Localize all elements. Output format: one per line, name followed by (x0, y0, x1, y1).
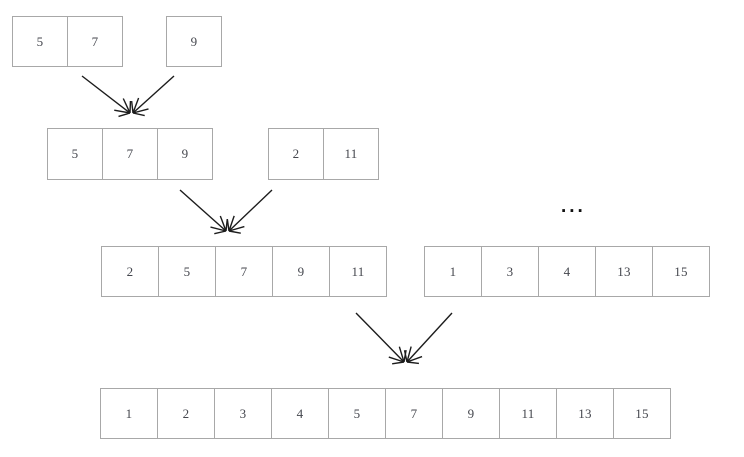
array-cell: 1 (100, 388, 158, 439)
array-cell: 7 (102, 128, 158, 180)
array-cell: 3 (214, 388, 272, 439)
array-cell: 2 (157, 388, 215, 439)
arrow-from-9 (130, 75, 175, 117)
array-cell: 5 (158, 246, 216, 297)
array-cell: 13 (595, 246, 653, 297)
array-cell: 9 (166, 16, 222, 67)
array-cell: 3 (481, 246, 539, 297)
arrow-from-2-11 (226, 189, 273, 234)
arrow-from-5-7 (81, 75, 132, 118)
array-cell: 5 (12, 16, 68, 67)
array-cell: 7 (67, 16, 123, 67)
group-9: 9 (166, 16, 222, 67)
array-cell: 5 (328, 388, 386, 439)
array-cell: 9 (272, 246, 330, 297)
array-cell: 11 (499, 388, 557, 439)
array-cell: 4 (538, 246, 596, 297)
arrow-from-2-5-7-9-11 (355, 312, 407, 365)
array-cell: 5 (47, 128, 103, 180)
array-cell: 7 (215, 246, 273, 297)
array-cell: 9 (157, 128, 213, 180)
array-cell: 7 (385, 388, 443, 439)
arrow-from-5-7-9 (179, 189, 228, 235)
arrow-from-1-3-4-13-15 (403, 312, 453, 365)
ellipsis-indicator: ... (561, 196, 586, 217)
array-cell: 15 (652, 246, 710, 297)
array-cell: 4 (271, 388, 329, 439)
array-cell: 11 (329, 246, 387, 297)
array-cell: 11 (323, 128, 379, 180)
array-cell: 2 (101, 246, 159, 297)
array-cell: 2 (268, 128, 324, 180)
array-cell: 9 (442, 388, 500, 439)
array-cell: 1 (424, 246, 482, 297)
array-cell: 13 (556, 388, 614, 439)
array-cell: 15 (613, 388, 671, 439)
